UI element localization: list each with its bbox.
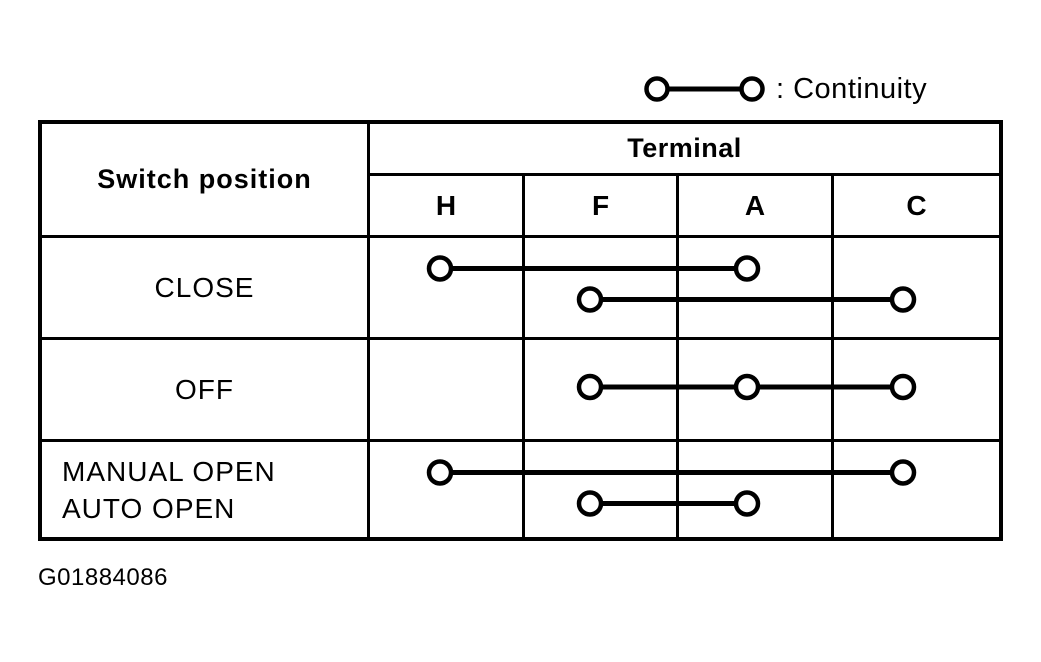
switch-position-header: Switch position [97,164,312,194]
terminal-group-header: Terminal [627,133,742,163]
continuity-legend: : Continuity [644,72,927,106]
row-label: CLOSE [154,272,255,303]
table-gridline [367,173,999,176]
row-label: OFF [175,374,234,405]
table-gridline [42,235,999,238]
terminal-header-C: C [906,189,927,221]
table-gridline [522,173,525,537]
table-gridline [42,337,999,340]
continuity-symbol-icon [644,76,765,102]
terminal-header-A: A [744,189,766,221]
terminal-header-F: F [591,189,610,221]
table-gridline [831,173,834,537]
legend-label: : Continuity [776,73,928,105]
continuity-table: Switch position Terminal H F A C CLOSE OFF MAN… [38,120,1003,541]
terminal-header-H: H [435,189,457,221]
table-gridline [42,439,999,442]
table-gridline [367,124,370,537]
table-gridline [676,173,679,537]
figure-id: G01884086 [38,564,168,591]
